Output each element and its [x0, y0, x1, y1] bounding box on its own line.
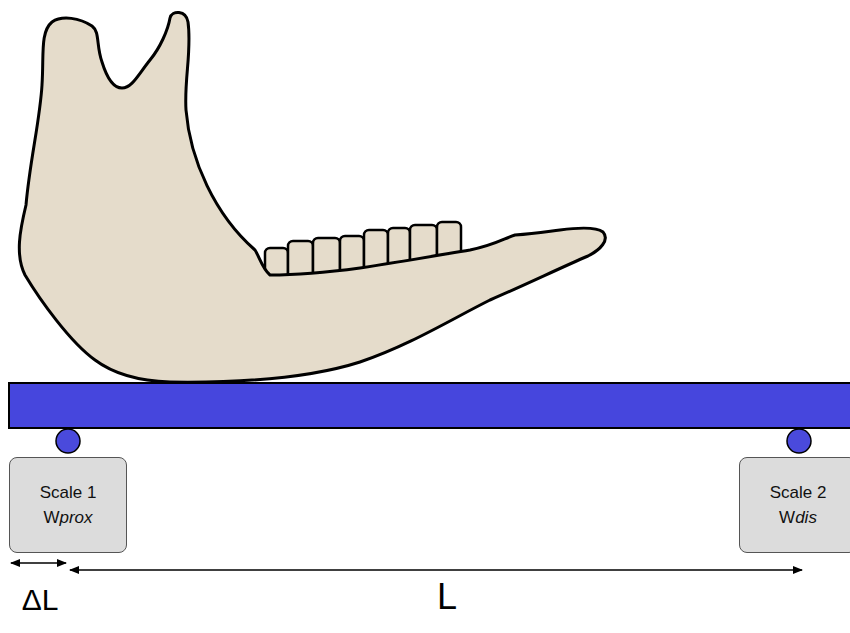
dimension-label: ΔL	[22, 585, 59, 615]
dimension-arrow	[70, 569, 802, 571]
balance-beam	[9, 383, 850, 428]
mandible-bone	[19, 12, 605, 382]
dimension-label: L	[437, 579, 457, 615]
scale-name: Scale 1	[40, 480, 97, 506]
weight-symbol: Wdis	[779, 505, 817, 531]
roller	[787, 429, 811, 453]
dimension-arrow	[11, 562, 66, 564]
scale-name: Scale 2	[770, 480, 827, 506]
weight-symbol: Wprox	[43, 505, 92, 531]
scale-box: Scale 1Wprox	[9, 457, 127, 553]
scale-box: Scale 2Wdis	[739, 457, 850, 553]
roller	[56, 429, 80, 453]
